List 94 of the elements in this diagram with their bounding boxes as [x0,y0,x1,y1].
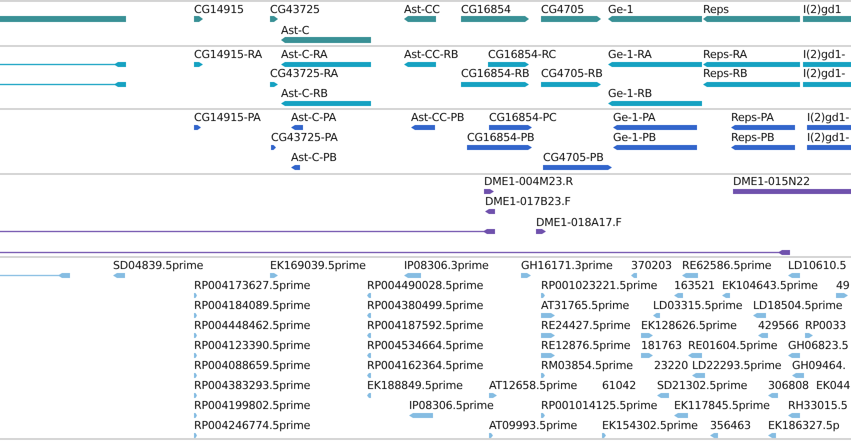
feature-label: Ast-C-RA [281,48,328,61]
feature-label: RE24427.5prime [541,319,630,332]
feature-label: 356463 [710,419,751,432]
feature-label: Ast-C-RB [281,87,328,100]
feature-label: EK104643.5prime [722,279,818,292]
feature-label: GH09464. [792,359,846,372]
feature-label: RP004448462.5prime [194,319,310,332]
feature-label: EK186327.5p [768,419,840,432]
feature-label: CG43725 [270,3,320,16]
feature-label: SD21302.5prime [657,379,748,392]
feature-label: LD10610.5 [788,259,846,272]
feature-label: RE01604.5prime [688,339,778,352]
feature-label: LD22293.5prime [692,359,782,372]
feature-label: AT31765.5prime [541,299,630,312]
feature-label: EK044 [816,379,850,392]
feature-label: RP001014125.5prime [541,399,658,412]
feature-label: Reps [703,3,729,16]
feature-label: EK128626.5prime [641,319,737,332]
feature-label: CG4705 [541,3,584,16]
feature-label: Reps-RA [703,48,747,61]
feature-label: Reps-PB [731,131,774,144]
feature-label: 61042 [602,379,636,392]
feature-label: Ast-CC-PB [411,111,464,124]
feature-label: CG14915-RA [194,48,262,61]
feature-label: I(2)gd1- [807,131,850,144]
feature-label: Ge-1-RA [608,48,652,61]
feature-label: RP004380499.5prime [367,299,484,312]
feature-label: IP08306.5prime [409,399,494,412]
feature-label: RP004199802.5prime [194,399,310,412]
feature-label: 306808 [768,379,809,392]
feature-label: 429566 [758,319,799,332]
feature-label: RP004246774.5prime [194,419,310,432]
feature-label: RP004123390.5prime [194,339,310,352]
feature-label: Reps-PA [731,111,774,124]
feature-label: Ge-1-PA [613,111,656,124]
feature-label: 370203 [631,259,672,272]
feature-label: RP004088659.5prime [194,359,310,372]
feature-label: RP001023221.5prime [541,279,658,292]
feature-label: LD18504.5prime [753,299,842,312]
feature-label: CG16854 [461,3,511,16]
feature-label: CG14915 [194,3,244,16]
feature-label: RP004187592.5prime [367,319,484,332]
feature-label: RP004383293.5prime [194,379,310,392]
feature-label: Ge-1-RB [608,87,652,100]
feature-label: EK188849.5prime [367,379,463,392]
feature-label: I(2)gd1- [803,67,846,80]
feature-label: I(2)gd1 [803,3,842,16]
feature-label: GH16171.3prime [521,259,613,272]
feature-label: EK154302.5prime [602,419,698,432]
feature-label: Ast-C-PA [291,111,336,124]
feature-label: CG4705-RB [541,67,603,80]
feature-label: 163521 [674,279,715,292]
feature-label: 23220 [654,359,688,372]
feature-label: 181763 [641,339,682,352]
feature-label: Ge-1 [608,3,634,16]
feature-label: AT12658.5prime [489,379,578,392]
feature-label: CG43725-RA [270,67,338,80]
feature-label: RP004534664.5prime [367,339,484,352]
feature-label: RP004184089.5prime [194,299,310,312]
feature-label: EK117845.5prime [674,399,770,412]
feature-label: CG16854-RB [461,67,530,80]
feature-label: DME1-015N22 [733,175,810,188]
feature-label: CG16854-RC [488,48,556,61]
feature-label: RP004173627.5prime [194,279,310,292]
feature-label: I(2)gd1- [807,111,850,124]
feature-label: DME1-017B23.F [485,195,571,208]
feature-label: CG14915-PA [194,111,261,124]
feature-label: I(2)gd1- [803,48,846,61]
feature-label: RH33015.5 [788,399,848,412]
feature-label: DME1-018A17.F [536,216,622,229]
feature-label: RP0033 [805,319,846,332]
feature-label: 49 [836,279,850,292]
feature-label: AT09993.5prime [489,419,578,432]
feature-label: RP004162364.5prime [367,359,484,372]
feature-label: IP08306.3prime [404,259,489,272]
feature-label: LD03315.5prime [653,299,742,312]
feature-label: Ast-C [281,24,310,37]
feature-label: Ast-C-PB [291,151,337,164]
feature-label: SD04839.5prime [113,259,204,272]
feature-label: CG43725-PA [271,131,338,144]
feature-label: CG16854-PC [489,111,556,124]
feature-label: EK169039.5prime [270,259,366,272]
feature-label: DME1-004M23.R [484,175,573,188]
feature-label: Ge-1-PB [613,131,656,144]
feature-label: GH06823.5 [788,339,848,352]
feature-label: CG16854-PB [467,131,534,144]
feature-label: Ast-CC [404,3,440,16]
feature-label: RE12876.5prime [541,339,630,352]
feature-label: CG4705-PB [543,151,604,164]
feature-label: RM03854.5prime [541,359,633,372]
feature-label: RP004490028.5prime [367,279,484,292]
feature-label: Reps-RB [703,67,748,80]
feature-label: Ast-CC-RB [404,48,458,61]
feature-label: RE62586.5prime [682,259,772,272]
